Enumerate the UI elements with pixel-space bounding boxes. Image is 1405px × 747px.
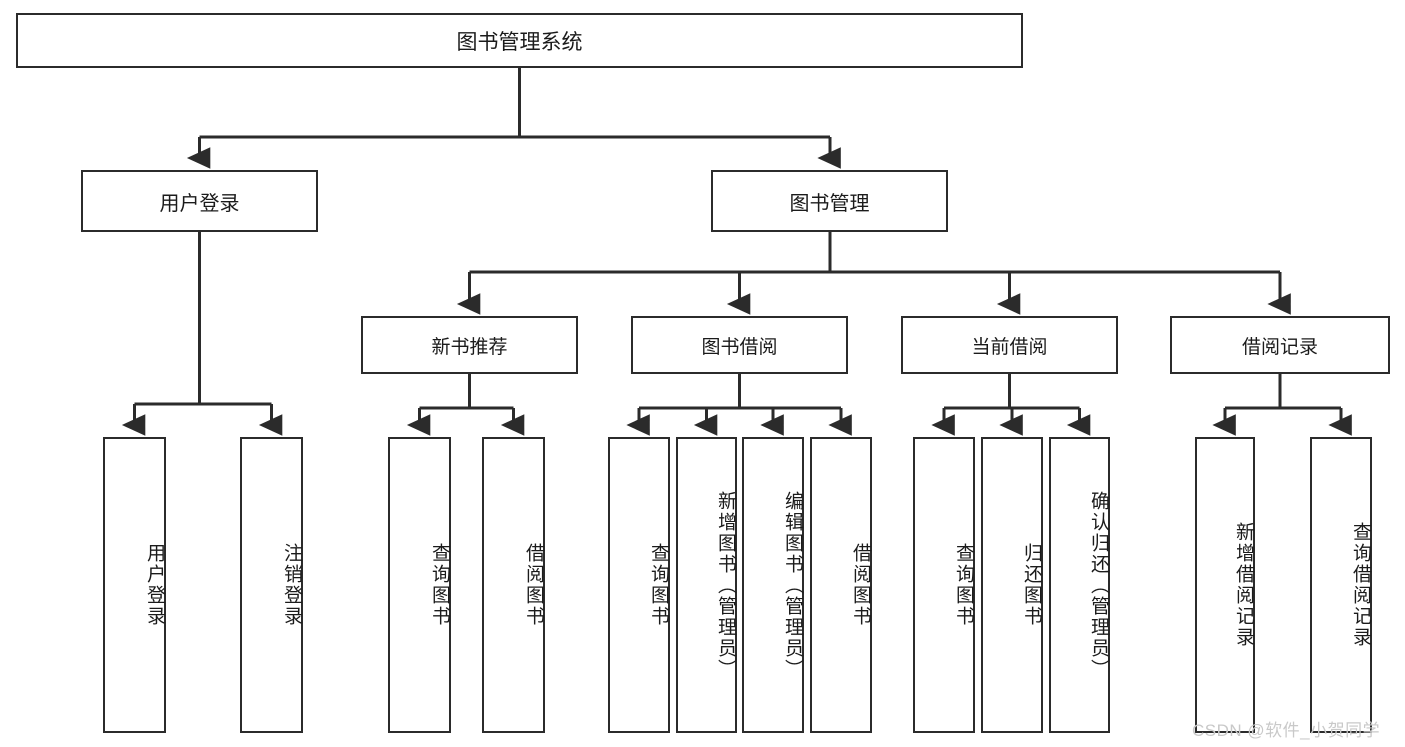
node-leaf-query-record[interactable]: 查询借阅记录 (1310, 437, 1372, 733)
node-leaf-borrow-book-2[interactable]: 借阅图书 (810, 437, 872, 733)
node-leaf-user-login[interactable]: 用户登录 (103, 437, 166, 733)
node-leaf-return-book[interactable]: 归还图书 (981, 437, 1043, 733)
node-root[interactable]: 图书管理系统 (16, 13, 1023, 68)
node-leaf-logout[interactable]: 注销登录 (240, 437, 303, 733)
node-borrow-record[interactable]: 借阅记录 (1170, 316, 1390, 374)
node-current-borrow[interactable]: 当前借阅 (901, 316, 1118, 374)
node-leaf-confirm-return[interactable]: 确认归还（管理员） (1049, 437, 1110, 733)
node-leaf-add-record[interactable]: 新增借阅记录 (1195, 437, 1255, 733)
node-new-book-rec[interactable]: 新书推荐 (361, 316, 578, 374)
node-leaf-edit-book[interactable]: 编辑图书（管理员） (742, 437, 804, 733)
node-leaf-borrow-book-1[interactable]: 借阅图书 (482, 437, 545, 733)
csdn-watermark: CSDN @软件_小贺同学 (1192, 721, 1381, 740)
node-leaf-query-book-3[interactable]: 查询图书 (913, 437, 975, 733)
node-user-login[interactable]: 用户登录 (81, 170, 318, 232)
node-leaf-add-book[interactable]: 新增图书（管理员） (676, 437, 737, 733)
node-book-borrow[interactable]: 图书借阅 (631, 316, 848, 374)
node-leaf-query-book-1[interactable]: 查询图书 (388, 437, 451, 733)
node-leaf-query-book-2[interactable]: 查询图书 (608, 437, 670, 733)
node-book-manage[interactable]: 图书管理 (711, 170, 948, 232)
